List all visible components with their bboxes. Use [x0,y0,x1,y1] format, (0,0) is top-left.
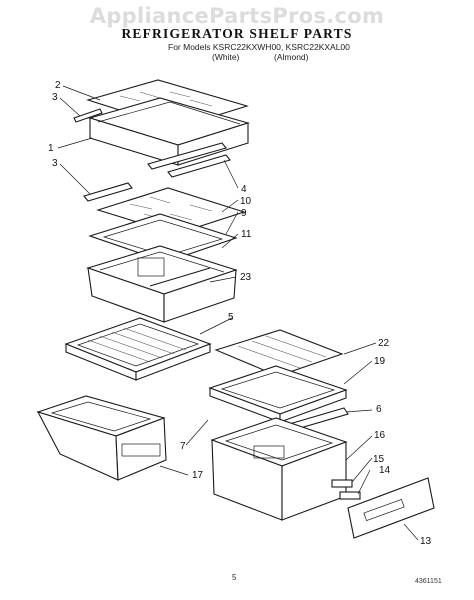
model-subtitle: For Models KSRC22KXWH00, KSRC22KXAL00 [168,42,350,52]
top-shelf-trim [73,108,103,123]
meat-pan-drawer [210,417,348,521]
shelf-rails [147,142,231,178]
leader-lines [57,85,419,541]
callout-19: 19 [374,356,386,367]
callout-17: 17 [192,470,204,481]
callout-1: 1 [48,143,54,154]
callout-6: 6 [376,404,382,415]
variant-almond: (Almond) [274,52,309,62]
callout-labels: 2 3 1 3 4 10 9 11 23 5 22 19 6 16 7 17 1… [48,80,432,547]
callout-23: 23 [240,272,252,283]
right-shelf-frame [208,365,348,423]
callout-22: 22 [378,338,390,349]
right-glass-shelf [214,329,344,377]
callout-11: 11 [241,229,252,240]
callout-3-middle: 3 [52,158,58,169]
crisper-pan-assembly [86,245,238,323]
watermark: AppliancePartsPros.com [89,4,385,28]
callout-10: 10 [240,196,252,207]
callout-13: 13 [420,536,432,547]
callout-9: 9 [241,208,247,219]
page-number: 5 [232,573,237,582]
lower-wire-shelf [64,317,212,381]
callout-16: 16 [374,430,386,441]
small-bin-drawer [36,395,167,481]
callout-3-top: 3 [52,92,58,103]
callout-2: 2 [55,80,61,91]
callout-4: 4 [241,184,247,195]
drawer-slides [331,479,361,500]
callout-15: 15 [373,454,385,465]
variant-white: (White) [212,52,240,62]
middle-shelf-trim [83,182,133,202]
drawer-front-panel [347,477,435,539]
callout-5: 5 [228,312,234,323]
callout-7: 7 [180,441,186,452]
document-number: 4361151 [415,578,442,585]
callout-14: 14 [379,465,391,476]
diagram-title: REFRIGERATOR SHELF PARTS [121,26,353,41]
